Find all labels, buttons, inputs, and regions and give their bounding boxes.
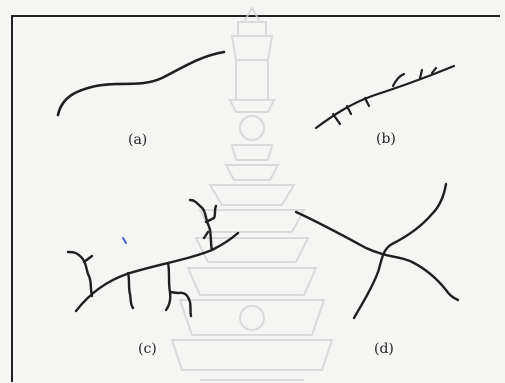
panel-label-c: (c) (138, 341, 157, 357)
watermark-emblem (172, 8, 332, 380)
curve-d (296, 184, 458, 318)
panel-label-d: (d) (374, 341, 394, 357)
panel-label-a: (a) (128, 132, 147, 148)
curve-c (68, 200, 238, 316)
panel-label-b: (b) (376, 131, 396, 147)
curve-a (58, 52, 224, 115)
curve-b (316, 66, 454, 128)
blue-speck (123, 238, 126, 243)
